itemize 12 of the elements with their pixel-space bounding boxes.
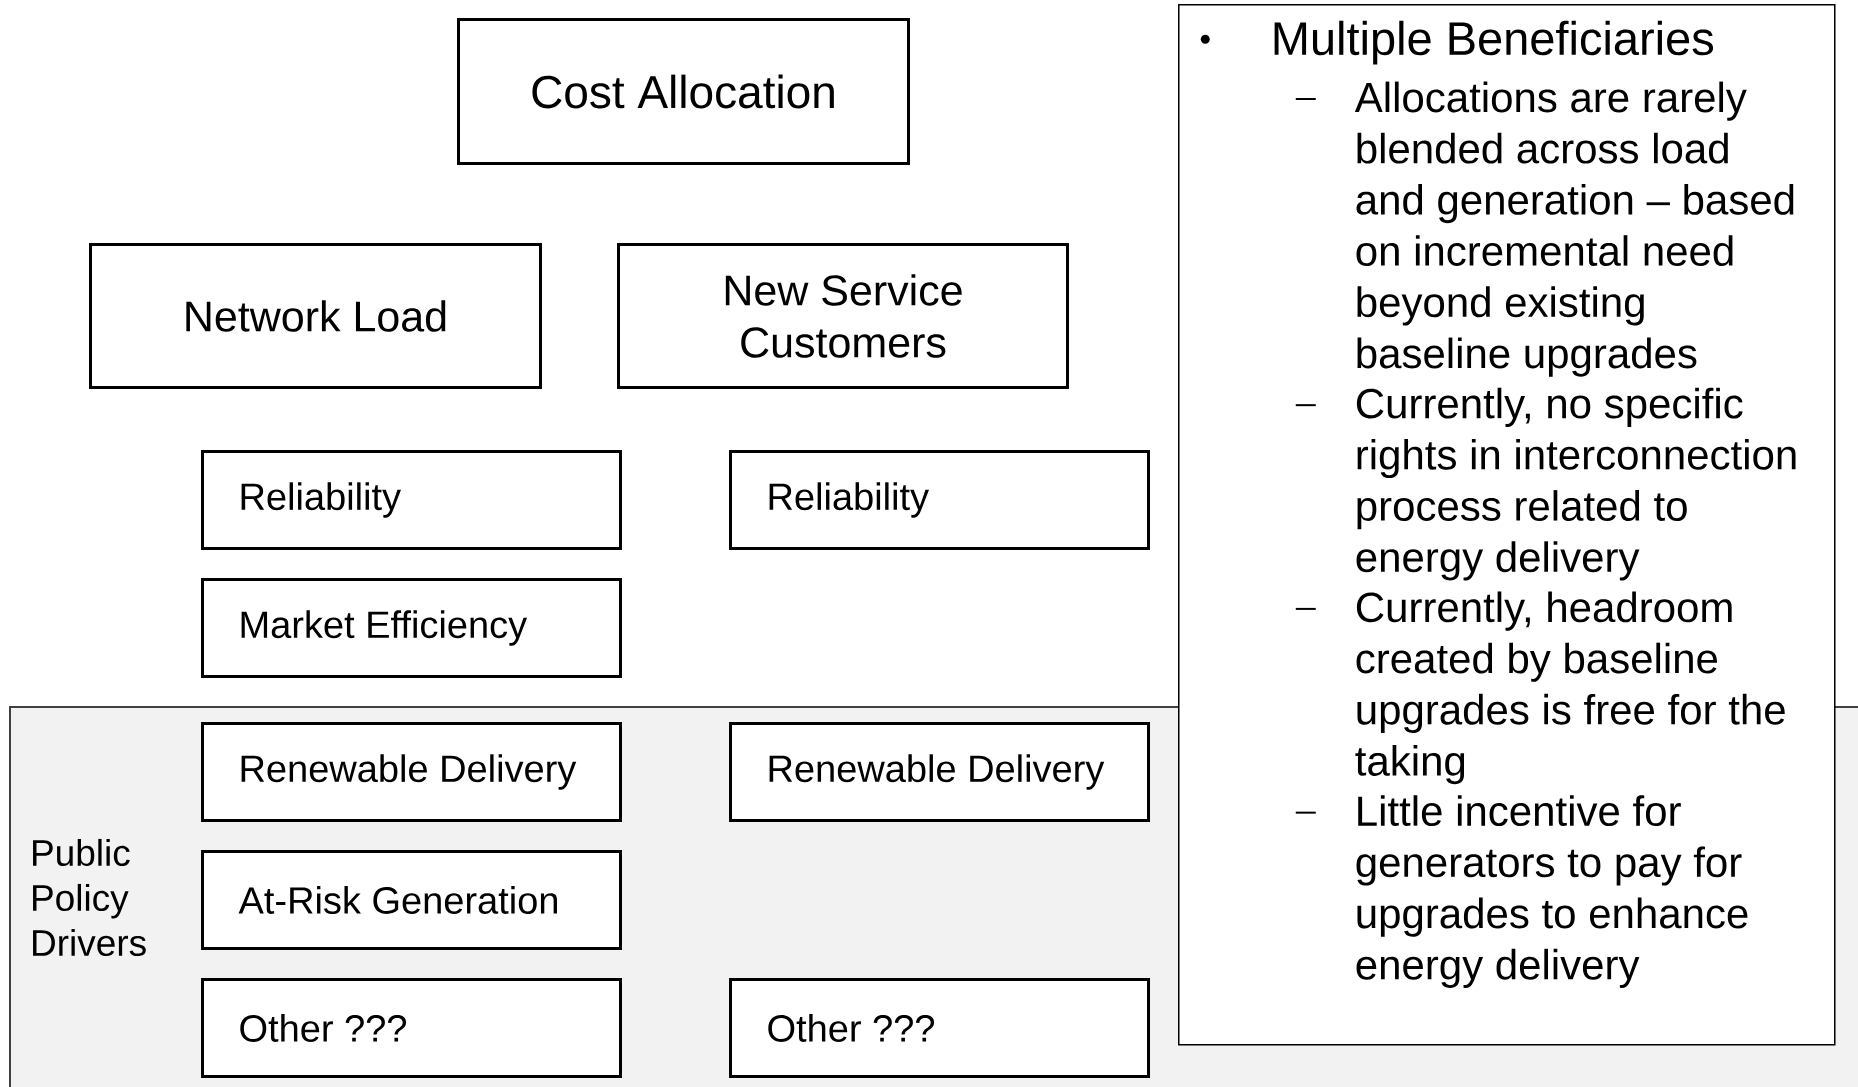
- label-box: Network Load: [89, 243, 542, 389]
- label-box: New Service Customers: [617, 243, 1069, 389]
- text-panel: Multiple Beneficiaries Allocations are rarely blended across load and generation – based on incremental need beyond existing baseline upgrades Currently, no specific rights in interconnection process related to energy delivery Currently, headroom created by baseline upgrades is free for the taking Little incentive for generators to pay for upgrades to enhance energy delivery: [1178, 4, 1836, 1046]
- label-box: Renewable Delivery: [729, 722, 1150, 822]
- label-box: Renewable Delivery: [201, 722, 622, 822]
- label-box: Market Efficiency: [201, 578, 622, 678]
- label-box: Other ???: [729, 978, 1150, 1078]
- label-box: Other ???: [201, 978, 622, 1078]
- label-box: Reliability: [201, 450, 622, 550]
- label-box: Cost Allocation: [457, 18, 910, 165]
- label-box: At-Risk Generation: [201, 850, 622, 950]
- label-box: Reliability: [729, 450, 1150, 550]
